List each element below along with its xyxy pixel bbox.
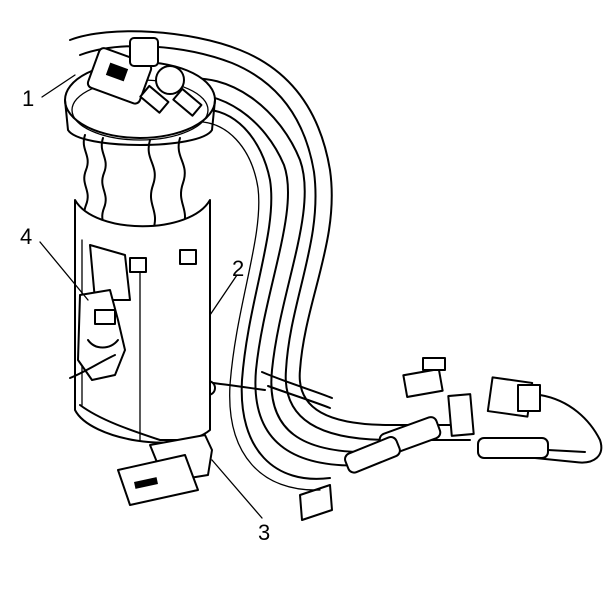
fuel-level-sensor xyxy=(69,289,126,381)
callout-label-4: 4 xyxy=(20,224,32,249)
module-cover xyxy=(64,37,216,146)
callout-leaders xyxy=(39,74,263,519)
fuel-level-float xyxy=(79,404,213,506)
module-reservoir xyxy=(74,199,211,444)
right-connectors xyxy=(299,357,603,521)
callout-label-2: 2 xyxy=(232,256,244,281)
callout-label-1: 1 xyxy=(22,86,34,111)
bundle-clamp xyxy=(200,371,333,409)
callout-label-3: 3 xyxy=(258,520,270,545)
